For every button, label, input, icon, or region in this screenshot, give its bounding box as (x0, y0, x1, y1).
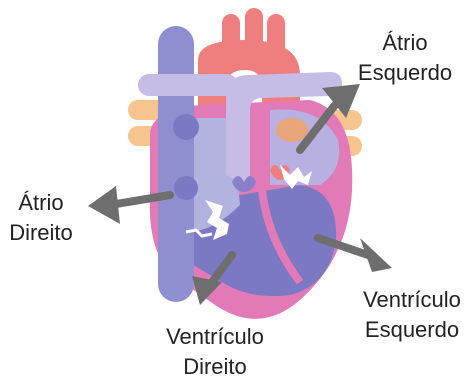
label-right-ventricle-line2: Direito (140, 352, 290, 382)
label-left-ventricle-line1: Ventrículo (352, 285, 472, 315)
label-right-atrium: Átrio Direito (0, 188, 82, 248)
vena-cava-opening-lower (174, 176, 198, 200)
label-left-atrium: Átrio Esquerdo (350, 28, 460, 88)
label-right-ventricle: Ventrículo Direito (140, 322, 290, 382)
label-left-atrium-line1: Átrio (350, 28, 460, 58)
label-right-ventricle-line1: Ventrículo (140, 322, 290, 352)
vena-cava (158, 26, 194, 302)
label-left-atrium-line2: Esquerdo (350, 58, 460, 88)
left-atrium-opening (276, 118, 308, 142)
arrow-right-atrium-head (88, 186, 120, 224)
label-right-atrium-line1: Átrio (0, 188, 82, 218)
pulmonary-artery-left-branch (138, 74, 238, 96)
label-right-atrium-line2: Direito (0, 218, 82, 248)
label-left-ventricle: Ventrículo Esquerdo (352, 285, 472, 345)
label-left-ventricle-line2: Esquerdo (352, 315, 472, 345)
vena-cava-opening-upper (173, 114, 199, 140)
